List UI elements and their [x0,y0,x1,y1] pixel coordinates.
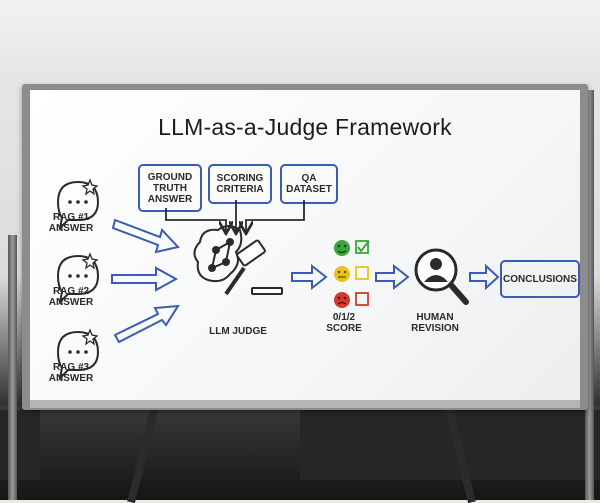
stand-pole-left [8,235,17,500]
chat-bubble-sparkle-icon [56,178,100,232]
score-label: 0/1/2 SCORE [326,312,362,334]
smiley-icon [334,292,350,308]
arrow-icon [291,263,328,291]
magnifier-person-icon [414,248,469,305]
rag-answer-label-3: RAG #3 ANSWER [48,362,94,384]
board-title: LLM-as-a-Judge Framework [158,114,452,140]
marker-tray [30,400,580,408]
chat-bubble-sparkle-icon [56,328,100,382]
arrow-icon [469,263,500,291]
smiley-icon [334,240,350,256]
human-revision-label: HUMAN REVISION [411,312,459,334]
stand-pole-right [585,90,594,500]
llm-judge-label: LLM JUDGE [209,326,267,337]
smiley-icon [334,266,350,282]
checkbox-icon [355,266,369,280]
checkbox-icon [355,240,370,254]
input-label: SCORING CRITERIA [216,173,264,195]
conclusions-label: CONCLUSIONS [503,273,577,285]
input-label: GROUND TRUTH ANSWER [147,171,193,205]
chat-bubble-sparkle-icon [56,252,100,306]
conclusions-box: CONCLUSIONS [500,260,580,298]
diagram-drawings [56,178,500,382]
input-scoring-criteria-box: SCORING CRITERIA [208,164,272,204]
input-qa-dataset-box: QA DATASET [280,164,338,204]
input-ground-truth-box: GROUND TRUTH ANSWER [138,164,202,212]
wall [0,0,600,90]
rag-answer-label-2: RAG #2 ANSWER [48,286,94,308]
whiteboard-surface: LLM-as-a-Judge Framework GROUND TRUTH AN… [30,90,580,400]
checkbox-icon [355,292,369,306]
input-label: QA DATASET [286,173,332,195]
whiteboard: LLM-as-a-Judge Framework GROUND TRUTH AN… [22,84,588,410]
arrow-icon [375,263,410,291]
arrow-icon [111,218,180,344]
background-panel [0,410,40,480]
rag-answer-label-1: RAG #1 ANSWER [48,212,94,234]
brain-gavel-icon [193,225,283,296]
